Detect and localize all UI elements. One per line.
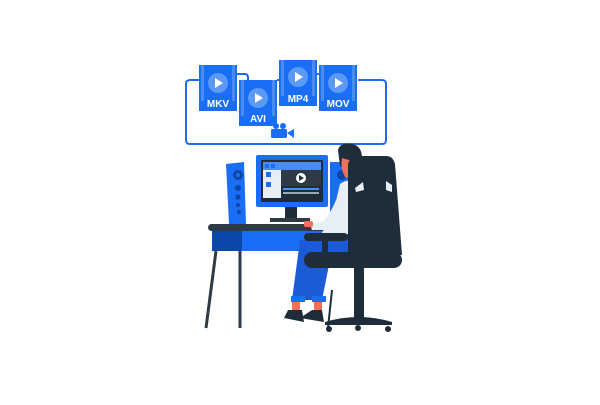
- file-label-mov: MOV: [326, 99, 350, 110]
- file-avi: [239, 80, 277, 126]
- file-mkv: [199, 65, 237, 111]
- play-icon: [295, 72, 303, 82]
- file-mov: [319, 65, 357, 111]
- keyboard: [270, 218, 310, 222]
- play-icon: [215, 78, 223, 88]
- play-icon: [299, 175, 304, 181]
- file-label-mkv: MKV: [206, 99, 230, 110]
- file-label-mp4: MP4: [287, 94, 309, 105]
- file-label-avi: AVI: [250, 114, 266, 125]
- play-icon: [335, 78, 343, 88]
- office-chair: [304, 156, 402, 332]
- speaker-left: [226, 162, 246, 224]
- play-icon: [255, 93, 263, 103]
- monitor: [256, 155, 328, 222]
- file-mp4: [279, 60, 317, 106]
